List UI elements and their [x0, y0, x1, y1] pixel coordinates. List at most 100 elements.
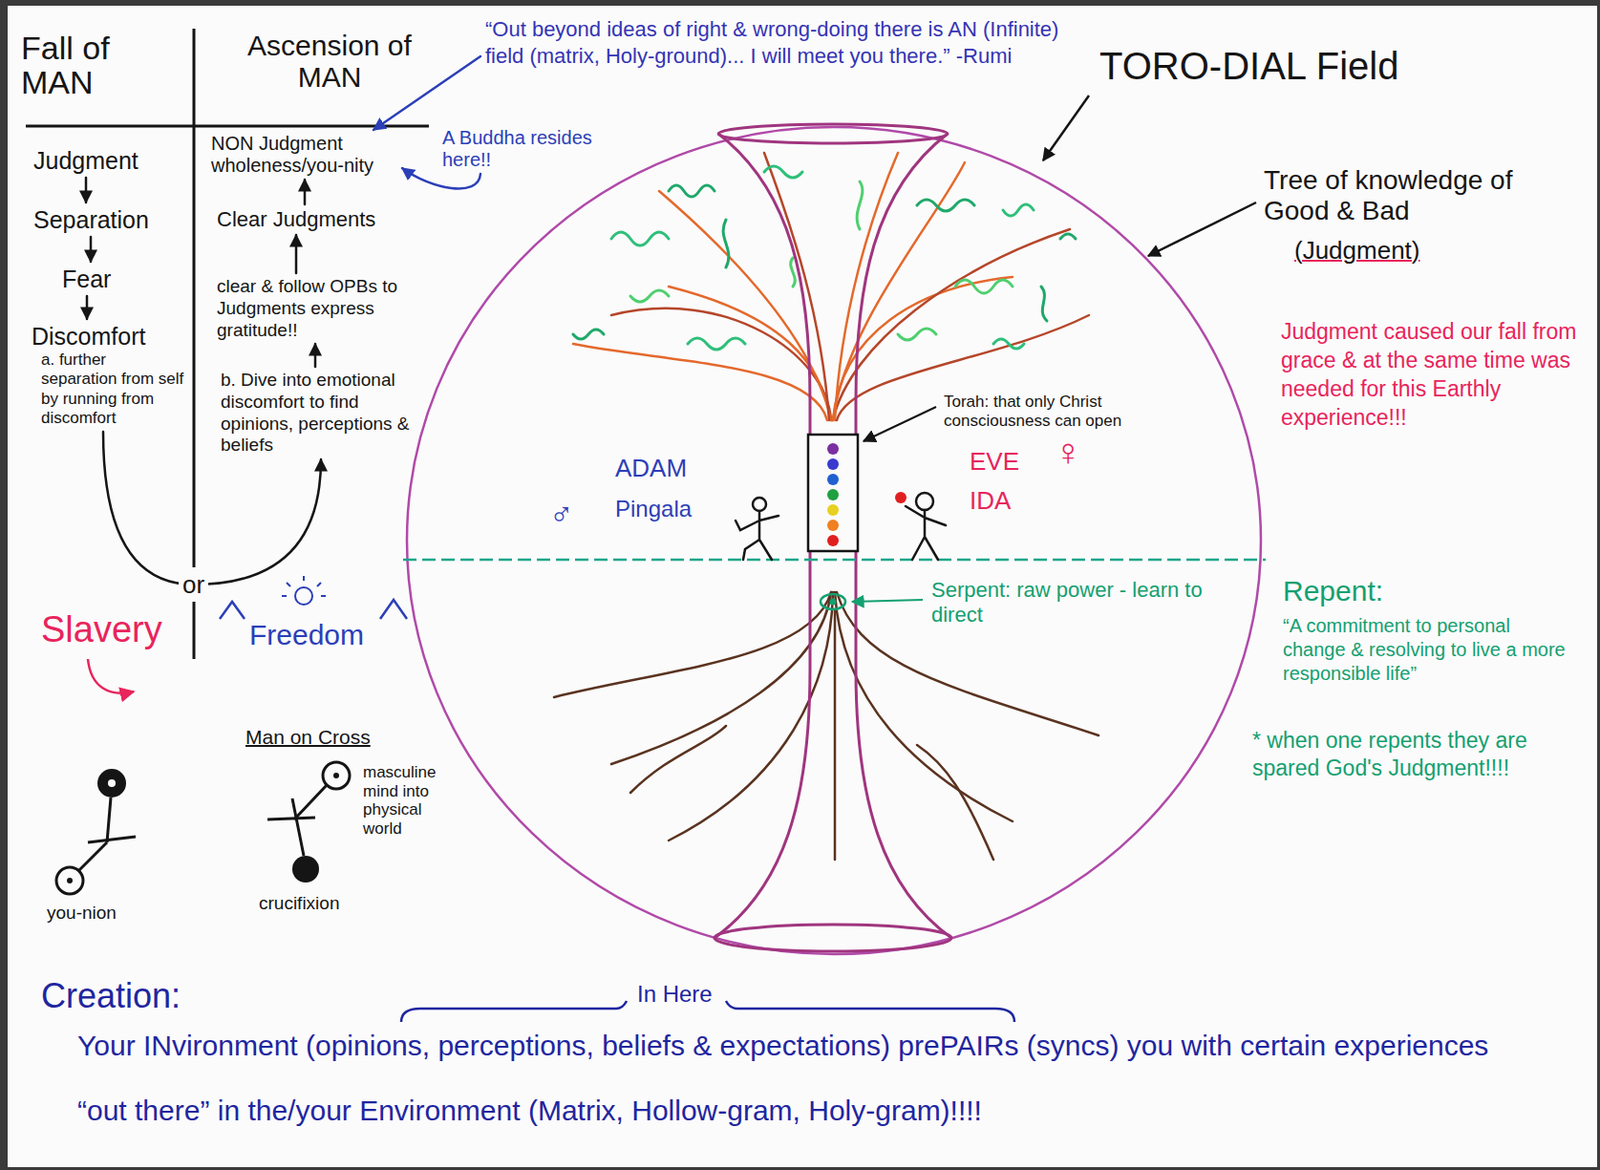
- eve-figure: [916, 492, 934, 511]
- flow-arrow: [89, 236, 93, 262]
- flow-step-text: clear & follow OPBs to Judgments express…: [216, 276, 413, 342]
- bracket: [725, 1001, 1015, 1023]
- flow-step: Judgment: [28, 143, 144, 178]
- sun-symbol: [295, 587, 313, 605]
- leader-arrow: [852, 599, 923, 602]
- eve-figure: [905, 506, 946, 560]
- outcome-label: Slavery: [38, 607, 166, 654]
- serpent-eye: [830, 598, 837, 606]
- figure-crossbar: [267, 817, 316, 820]
- flow-arrow: [295, 234, 299, 274]
- quote-text-text: “Out beyond ideas of right & wrong-doing…: [485, 16, 1083, 70]
- gender-symbol: ♂: [546, 496, 577, 532]
- figure-body: [292, 798, 304, 856]
- flow-step: NON Judgment wholeness/you-nity: [206, 129, 403, 180]
- serpent-eye: [820, 594, 846, 610]
- adam-figure: [735, 511, 779, 560]
- flow-step-text: a. further separation from self by runni…: [41, 350, 185, 429]
- column-divider: [192, 601, 196, 660]
- flow-step-text: NON Judgment wholeness/you-nity: [211, 132, 398, 177]
- tree-label: Tree of knowledge of Good & Bad: [1260, 164, 1525, 228]
- figure-head: [292, 855, 320, 883]
- flow-step: Separation: [28, 202, 154, 237]
- figure-circle: [322, 762, 350, 790]
- figure-crossbar: [87, 836, 136, 843]
- tree-root: [834, 592, 1013, 822]
- flow-step-text: Judgment: [33, 146, 139, 175]
- tree-branch: [573, 343, 828, 421]
- flow-step: Discomforta. further separation from sel…: [26, 319, 190, 432]
- flow-arrow: [85, 296, 89, 320]
- chakra-dot: [827, 504, 839, 516]
- figure-label: IDA: [966, 485, 1014, 517]
- tree-leaves: [611, 232, 669, 246]
- figure-label: Pingala: [612, 494, 695, 525]
- torah-scroll: [808, 434, 858, 552]
- tree-leaves: [897, 328, 937, 341]
- figure-label: ADAM: [612, 452, 690, 485]
- flow-arrow: [402, 168, 481, 189]
- tree-branch: [834, 152, 898, 421]
- tree-leaves: [993, 339, 1024, 349]
- tree-leaves: [723, 219, 729, 268]
- tree-leaves: [1002, 204, 1034, 216]
- header-rule: [25, 125, 429, 128]
- figure-head: [97, 768, 127, 798]
- chakra-dot: [827, 519, 839, 532]
- figure-label: you-nion: [43, 901, 120, 926]
- edge-label: or: [178, 571, 209, 599]
- flow-arrow: [303, 179, 307, 205]
- leader-arrow: [863, 406, 937, 442]
- chakra-dot: [827, 473, 839, 486]
- annotation: Torah: that only Christ consciousness ca…: [940, 391, 1205, 433]
- tree-branch: [668, 286, 832, 421]
- tree-leaves: [790, 257, 796, 287]
- mountain-symbol: [219, 601, 245, 619]
- torus-tube: [714, 924, 952, 952]
- mountain-symbol: [380, 599, 407, 619]
- gender-symbol: ♀: [1050, 431, 1086, 472]
- leader-arrow: [1043, 95, 1089, 161]
- note-text-text: A Buddha resides here!!: [442, 127, 596, 171]
- figure-limb: [294, 785, 327, 820]
- note-heading: Repent:: [1280, 573, 1387, 610]
- flow-step-text: Discomfort: [31, 321, 185, 351]
- chakra-dot: [827, 443, 839, 455]
- tree-label: (Judgment): [1291, 234, 1424, 267]
- figure-dot: [333, 772, 340, 779]
- tree-leaves: [668, 185, 715, 197]
- tree-branch: [764, 152, 830, 421]
- flow-step-text: Separation: [33, 205, 150, 235]
- flow-step: b. Dive into emotional discomfort to fin…: [215, 366, 422, 460]
- flow-step: clear & follow OPBs to Judgments express…: [212, 273, 418, 344]
- torus-tube: [718, 124, 948, 144]
- flow-arrow: [103, 431, 321, 585]
- note-text: Judgment caused our fall from grace & at…: [1278, 317, 1580, 434]
- figure-body: [106, 797, 111, 843]
- flow-step: Fear: [57, 261, 116, 297]
- tree-leaves: [1060, 234, 1076, 239]
- field-label: TORO-DIAL Field: [1096, 42, 1402, 90]
- tree-leaves: [955, 279, 1013, 294]
- column-heading: Fall of MAN: [18, 30, 168, 101]
- flow-step-text: Fear: [62, 264, 111, 294]
- figure-dot: [66, 877, 73, 884]
- note-text: * when one repents they are spared God's…: [1249, 725, 1571, 784]
- flow-step-text: Clear Judgments: [216, 207, 376, 233]
- tree-leaves: [630, 290, 669, 302]
- flow-step-text: b. Dive into emotional discomfort to fin…: [220, 369, 417, 457]
- flow-step: Clear Judgments: [212, 204, 381, 235]
- tree-leaves: [573, 329, 604, 340]
- figure-label: crucifixion: [256, 892, 342, 917]
- quote-text: “Out beyond ideas of right & wrong-doing…: [480, 13, 1088, 73]
- tree-root: [630, 725, 726, 793]
- flow-arrow: [373, 56, 481, 130]
- adam-figure: [752, 497, 767, 512]
- tree-branch: [611, 308, 832, 421]
- tree-leaves: [764, 166, 803, 178]
- flow-arrow: [85, 177, 88, 203]
- chakra-dot: [827, 489, 839, 501]
- bracket-label: In Here: [634, 980, 716, 1010]
- chakra-dot: [827, 534, 839, 547]
- body-text: Your INvironment (opinions, perceptions,…: [74, 1012, 1542, 1145]
